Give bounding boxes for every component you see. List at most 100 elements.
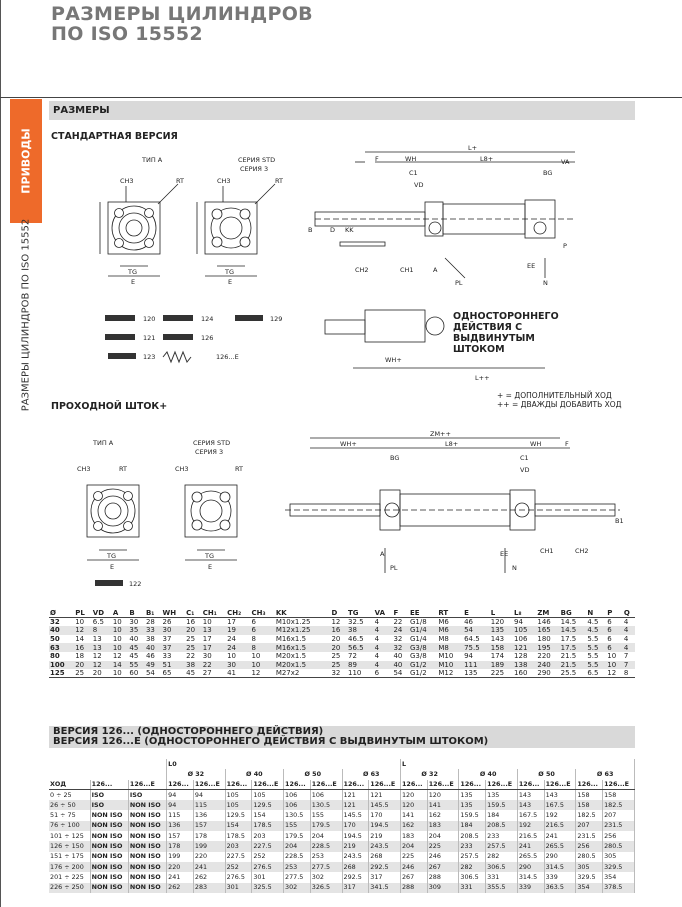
dims-cell: 14.5 <box>560 618 577 627</box>
dims-cell: G3/8 <box>410 652 427 661</box>
dims-header-cell: Ø <box>49 609 75 619</box>
callout-line4: ШТОКОМ <box>453 344 505 355</box>
dims-header-cell: B₁ <box>144 609 162 619</box>
version-col-header: 126... <box>342 779 370 791</box>
dims-cell: 32.5 <box>348 618 364 627</box>
label-f-std: F <box>375 155 379 163</box>
version-cell: 194.5 <box>342 831 370 842</box>
version-cell: 301 <box>251 872 285 883</box>
dims-cell: 4 <box>623 635 629 644</box>
dims-cell: 89 <box>347 660 374 670</box>
dims-cell: 195 <box>536 643 560 652</box>
version-cell: 233 <box>458 841 487 852</box>
dims-cell: 158 <box>489 643 514 652</box>
label-c1-std: C1 <box>409 169 418 177</box>
acc-121: 121 <box>143 334 155 342</box>
dims-header-cell: B <box>128 609 145 619</box>
version-cell: NON ISO <box>128 872 168 883</box>
dims-cell: 225 <box>489 669 514 679</box>
version-cell: 183 <box>400 831 428 842</box>
version-cell: NON ISO <box>90 831 129 842</box>
version-cell: 26 ÷ 50 <box>49 800 91 811</box>
dims-cell: 32 <box>330 669 347 679</box>
version-cell: 290 <box>517 861 545 873</box>
dims-cell: 128 <box>514 652 528 661</box>
dims-cell: 146 <box>537 618 551 627</box>
version-cell: 115 <box>193 800 226 811</box>
version-bore-cell: Ø 50 <box>517 769 577 780</box>
dims-cell: 110 <box>347 669 374 679</box>
version-cell: 184 <box>458 820 487 832</box>
dims-cell: 220 <box>537 652 551 661</box>
dims-cell: G1/2 <box>409 660 438 670</box>
version-cell: 227.5 <box>225 851 253 862</box>
dims-cell: 6 <box>250 626 275 635</box>
version-cell: 241 <box>517 841 545 852</box>
version-cell: 268 <box>368 851 401 862</box>
dims-cell: 240 <box>536 660 560 670</box>
note-additional-stroke: + = ДОПОЛНИТЕЛЬНЫЙ ХОД <box>497 391 612 400</box>
version-cell: 277.5 <box>310 861 343 873</box>
version-cell: 226 ÷ 250 <box>49 882 91 893</box>
dims-cell: 37 <box>161 643 186 652</box>
version-cell: 141 <box>427 800 460 811</box>
page-title: РАЗМЕРЫ ЦИЛИНДРОВ ПО ISO 15552 <box>51 4 313 44</box>
label-b1-tr: B1 <box>615 517 624 525</box>
dims-cell: 10 <box>250 660 275 670</box>
label-series-std: СЕРИЯ STD <box>238 156 275 164</box>
label-tg-std: TG <box>224 268 234 276</box>
dims-header-cell: EE <box>409 609 438 619</box>
version-cell: 155 <box>310 810 343 821</box>
version-cell: 252 <box>225 861 253 873</box>
version-group-group_L: L <box>400 759 636 770</box>
dims-header-cell: L₈ <box>513 609 537 619</box>
dims-cell: 4 <box>373 626 393 635</box>
version-cell: 355.5 <box>485 882 518 893</box>
version-cell: 268 <box>342 861 370 873</box>
dims-cell: M20x1.5 <box>275 652 307 661</box>
version-cell: 106 <box>283 800 311 811</box>
dims-cell: 33 <box>162 652 172 661</box>
version-cell: 94 <box>166 800 194 811</box>
dims-cell: 4 <box>373 643 393 652</box>
dims-cell: 32 <box>50 618 60 627</box>
version-col-header: 126...E <box>251 779 285 791</box>
version-cell: 257.5 <box>485 841 518 852</box>
version-cell: 204 <box>310 831 343 842</box>
version-cell: 288 <box>400 882 428 893</box>
dims-cell: 8 <box>91 626 112 635</box>
dims-cell: 46 <box>464 618 473 627</box>
dims-cell: 7 <box>622 660 635 670</box>
side-caption-text: РАЗМЕРЫ ЦИЛИНДРОВ ПО ISO 15552 <box>20 218 32 412</box>
label-ch3-a: CH3 <box>120 177 134 185</box>
version-cell: 158 <box>602 789 635 801</box>
version-col-header: 126...E <box>193 779 226 791</box>
version-cell: 129.5 <box>251 800 285 811</box>
version-cell: 354 <box>602 872 635 883</box>
version-cell: 76 ÷ 100 <box>49 820 91 832</box>
version-bore-cell: Ø 40 <box>458 769 518 780</box>
dims-cell: 106 <box>514 635 528 644</box>
version-cell: 220 <box>193 851 226 862</box>
version-cell: 121 <box>342 800 370 811</box>
version-cell: NON ISO <box>128 831 168 842</box>
dims-cell: 80 <box>50 652 60 661</box>
single-acting-callout: ОДНОСТОРОННЕГО ДЕЙСТВИЯ С ВЫДВИНУТЫМ ШТО… <box>453 311 559 355</box>
version-cell: 219 <box>342 841 370 852</box>
dims-cell: 105 <box>513 626 537 635</box>
version-cell: NON ISO <box>90 820 129 832</box>
dims-cell: 16 <box>74 643 92 652</box>
version-cell: 267 <box>427 861 460 873</box>
dims-header-cell: KK <box>274 609 331 619</box>
version-col-header: 126... <box>400 779 428 791</box>
dims-cell: 12 <box>331 618 341 627</box>
version-cell: 326.5 <box>310 882 343 893</box>
side-view-through-rod: ZM++ WH+ L8+ WH F BG C1 VD B1 CH1 CH2 A … <box>280 428 625 588</box>
dims-cell: 22 <box>186 652 196 661</box>
